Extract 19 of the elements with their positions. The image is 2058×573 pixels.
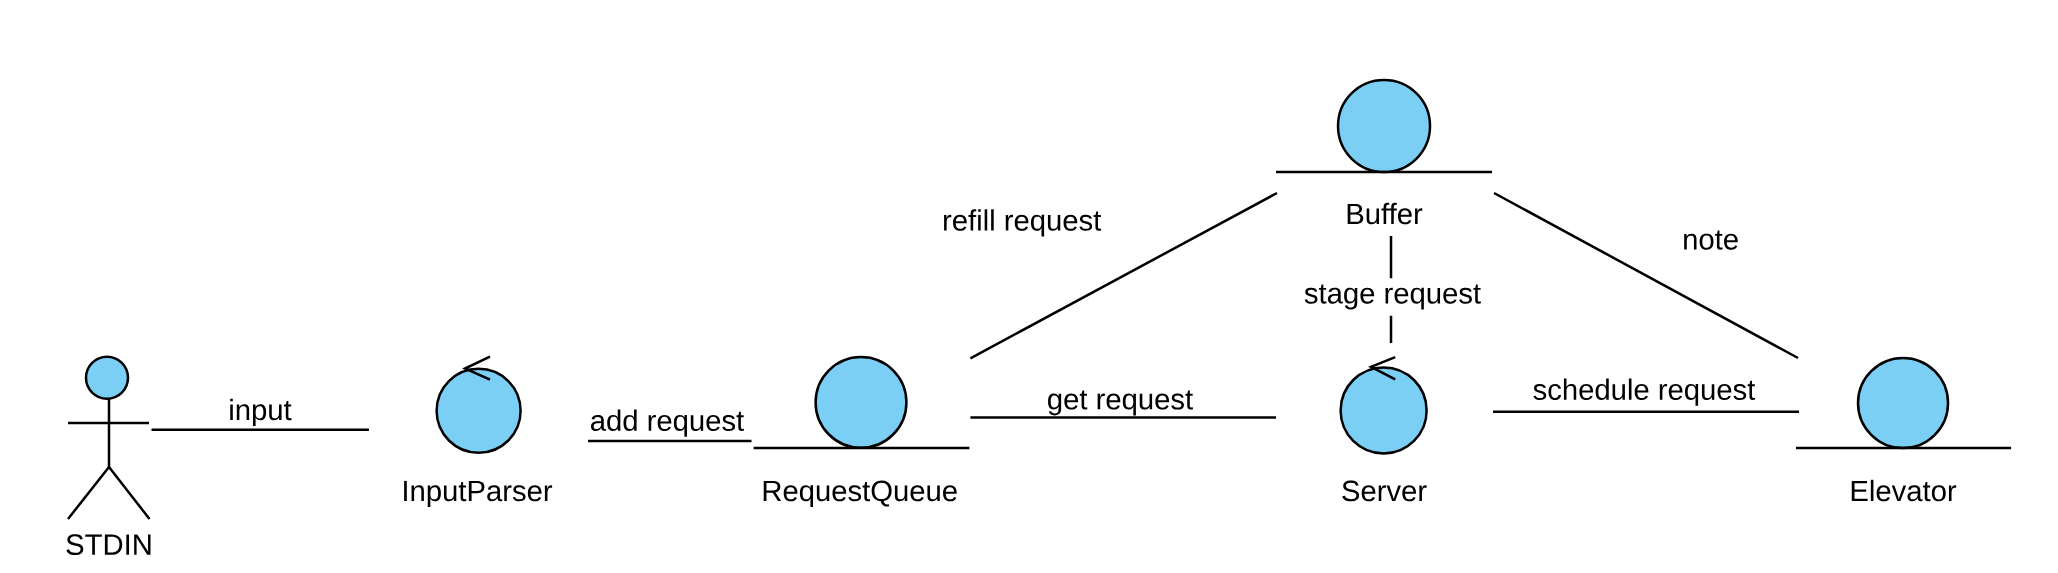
association-line: [1493, 410, 1800, 414]
object-label: STDIN: [66, 534, 151, 555]
message-label: schedule request: [1533, 378, 1756, 406]
message-label: add request: [591, 409, 744, 437]
association-line: [969, 191, 1278, 360]
object-label: Elevator: [1851, 479, 1957, 502]
object-label: Buffer: [1347, 202, 1423, 225]
message-label: input: [230, 398, 292, 427]
association-line: [970, 416, 1276, 419]
object-label: RequestQueue: [763, 480, 957, 508]
message-label: stage request: [1298, 278, 1487, 316]
object-label: Server: [1342, 480, 1427, 502]
message-label: get request: [1048, 390, 1193, 416]
message-label: refill request: [944, 209, 1102, 237]
association-line: [151, 428, 369, 431]
association-line: [588, 439, 752, 443]
message-label: note: [1684, 230, 1738, 250]
object-label: InputParser: [404, 480, 553, 508]
association-line: [1493, 191, 1799, 360]
